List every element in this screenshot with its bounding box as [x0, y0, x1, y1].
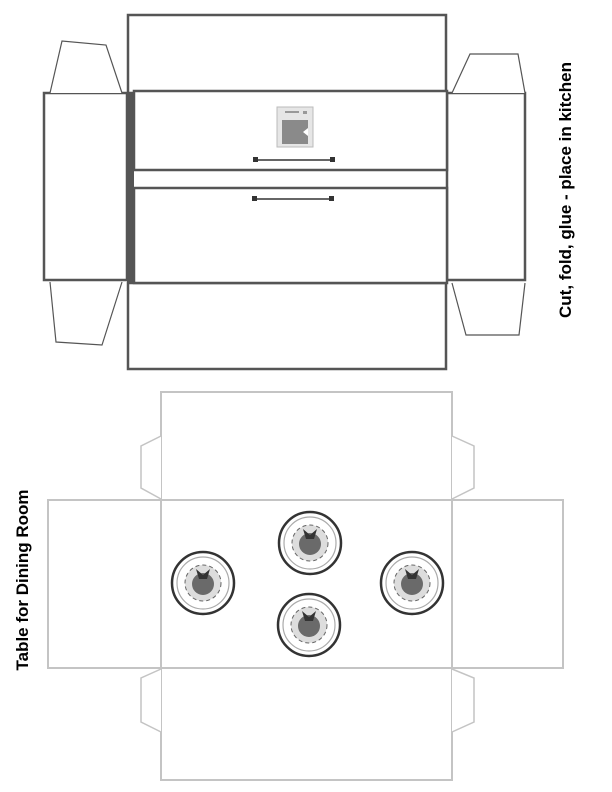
oven-side-strip	[127, 93, 134, 283]
table-tab-left-lower	[140, 668, 162, 733]
oven-window-icon	[276, 106, 314, 148]
plate-icon	[276, 592, 342, 658]
oven-top-flap	[126, 13, 448, 95]
oven-drawer-handle	[252, 196, 334, 201]
table-right-side	[451, 499, 564, 669]
table-tab-left-upper	[140, 435, 162, 500]
oven-tab-left-bottom	[49, 281, 123, 346]
plate-icon	[170, 550, 236, 616]
oven-lower-drawer	[132, 186, 449, 285]
table-top-flap	[160, 391, 453, 501]
table-left-side	[47, 499, 162, 669]
oven-right-side	[445, 91, 527, 282]
oven-tab-left-top	[49, 40, 123, 94]
oven-tab-right-top	[451, 53, 526, 94]
table-template	[47, 391, 564, 781]
oven-instruction-label: Cut, fold, glue - place in kitchen	[556, 62, 575, 318]
plates	[170, 510, 445, 658]
plate-icon	[277, 510, 343, 576]
oven-tab-right-bottom	[451, 282, 526, 336]
oven-template	[42, 13, 527, 371]
table-bottom-flap	[160, 667, 453, 781]
table-title-label: Table for Dining Room	[13, 489, 32, 670]
table-tab-right-lower	[451, 668, 475, 733]
oven-bottom-flap	[126, 281, 448, 371]
plate-icon	[379, 550, 445, 616]
oven-door-handle	[253, 157, 335, 162]
oven-left-side	[42, 91, 129, 282]
table-tab-right-upper	[451, 435, 475, 500]
